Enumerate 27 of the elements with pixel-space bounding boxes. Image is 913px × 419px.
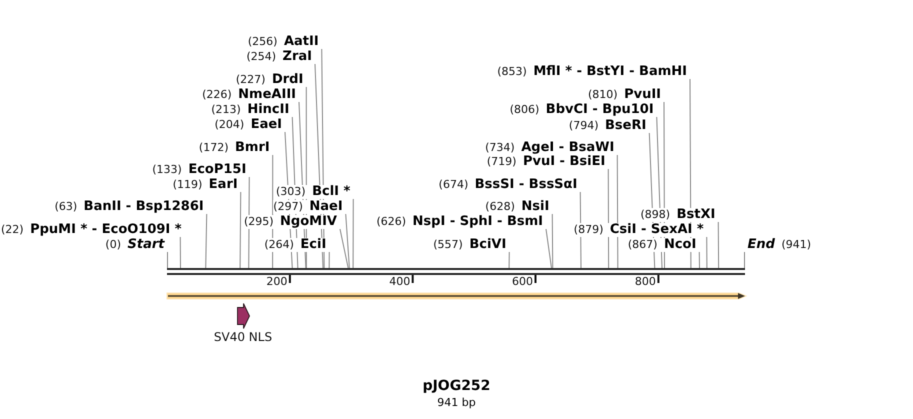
- leader-line: [340, 228, 349, 268]
- leader-line: [718, 222, 720, 268]
- leader-line: [744, 252, 745, 268]
- leader-line: [552, 214, 554, 268]
- leader-line: [546, 228, 552, 268]
- cut-site-label: (295) NgoMIV: [244, 215, 342, 229]
- leader-line: [616, 154, 618, 268]
- leader-line: [352, 198, 354, 268]
- tick-label: 800: [634, 275, 656, 288]
- leader-line: [698, 252, 700, 268]
- tick-label: 600: [512, 275, 533, 288]
- leader-line: [240, 192, 242, 268]
- leader-line: [328, 252, 330, 268]
- leader-line: [345, 214, 350, 268]
- sequence-length: 941 bp: [437, 396, 476, 410]
- feature-label: SV40 NLS: [214, 330, 272, 344]
- tick-label: 400: [389, 275, 410, 288]
- map-title: pJOG252: [422, 378, 490, 395]
- leader-line: [205, 214, 208, 268]
- tick-label: 200: [266, 275, 288, 288]
- cut-site-label: (626) NspI - SphI - BsmI: [376, 215, 548, 229]
- leader-line: [706, 236, 708, 268]
- leader-line: [508, 252, 510, 268]
- leader-line: [180, 236, 181, 268]
- leader-line: [167, 252, 168, 268]
- dna-backbone: [167, 268, 745, 275]
- cut-site-label: (22) PpuMI * - EcoO109I *: [1, 222, 182, 236]
